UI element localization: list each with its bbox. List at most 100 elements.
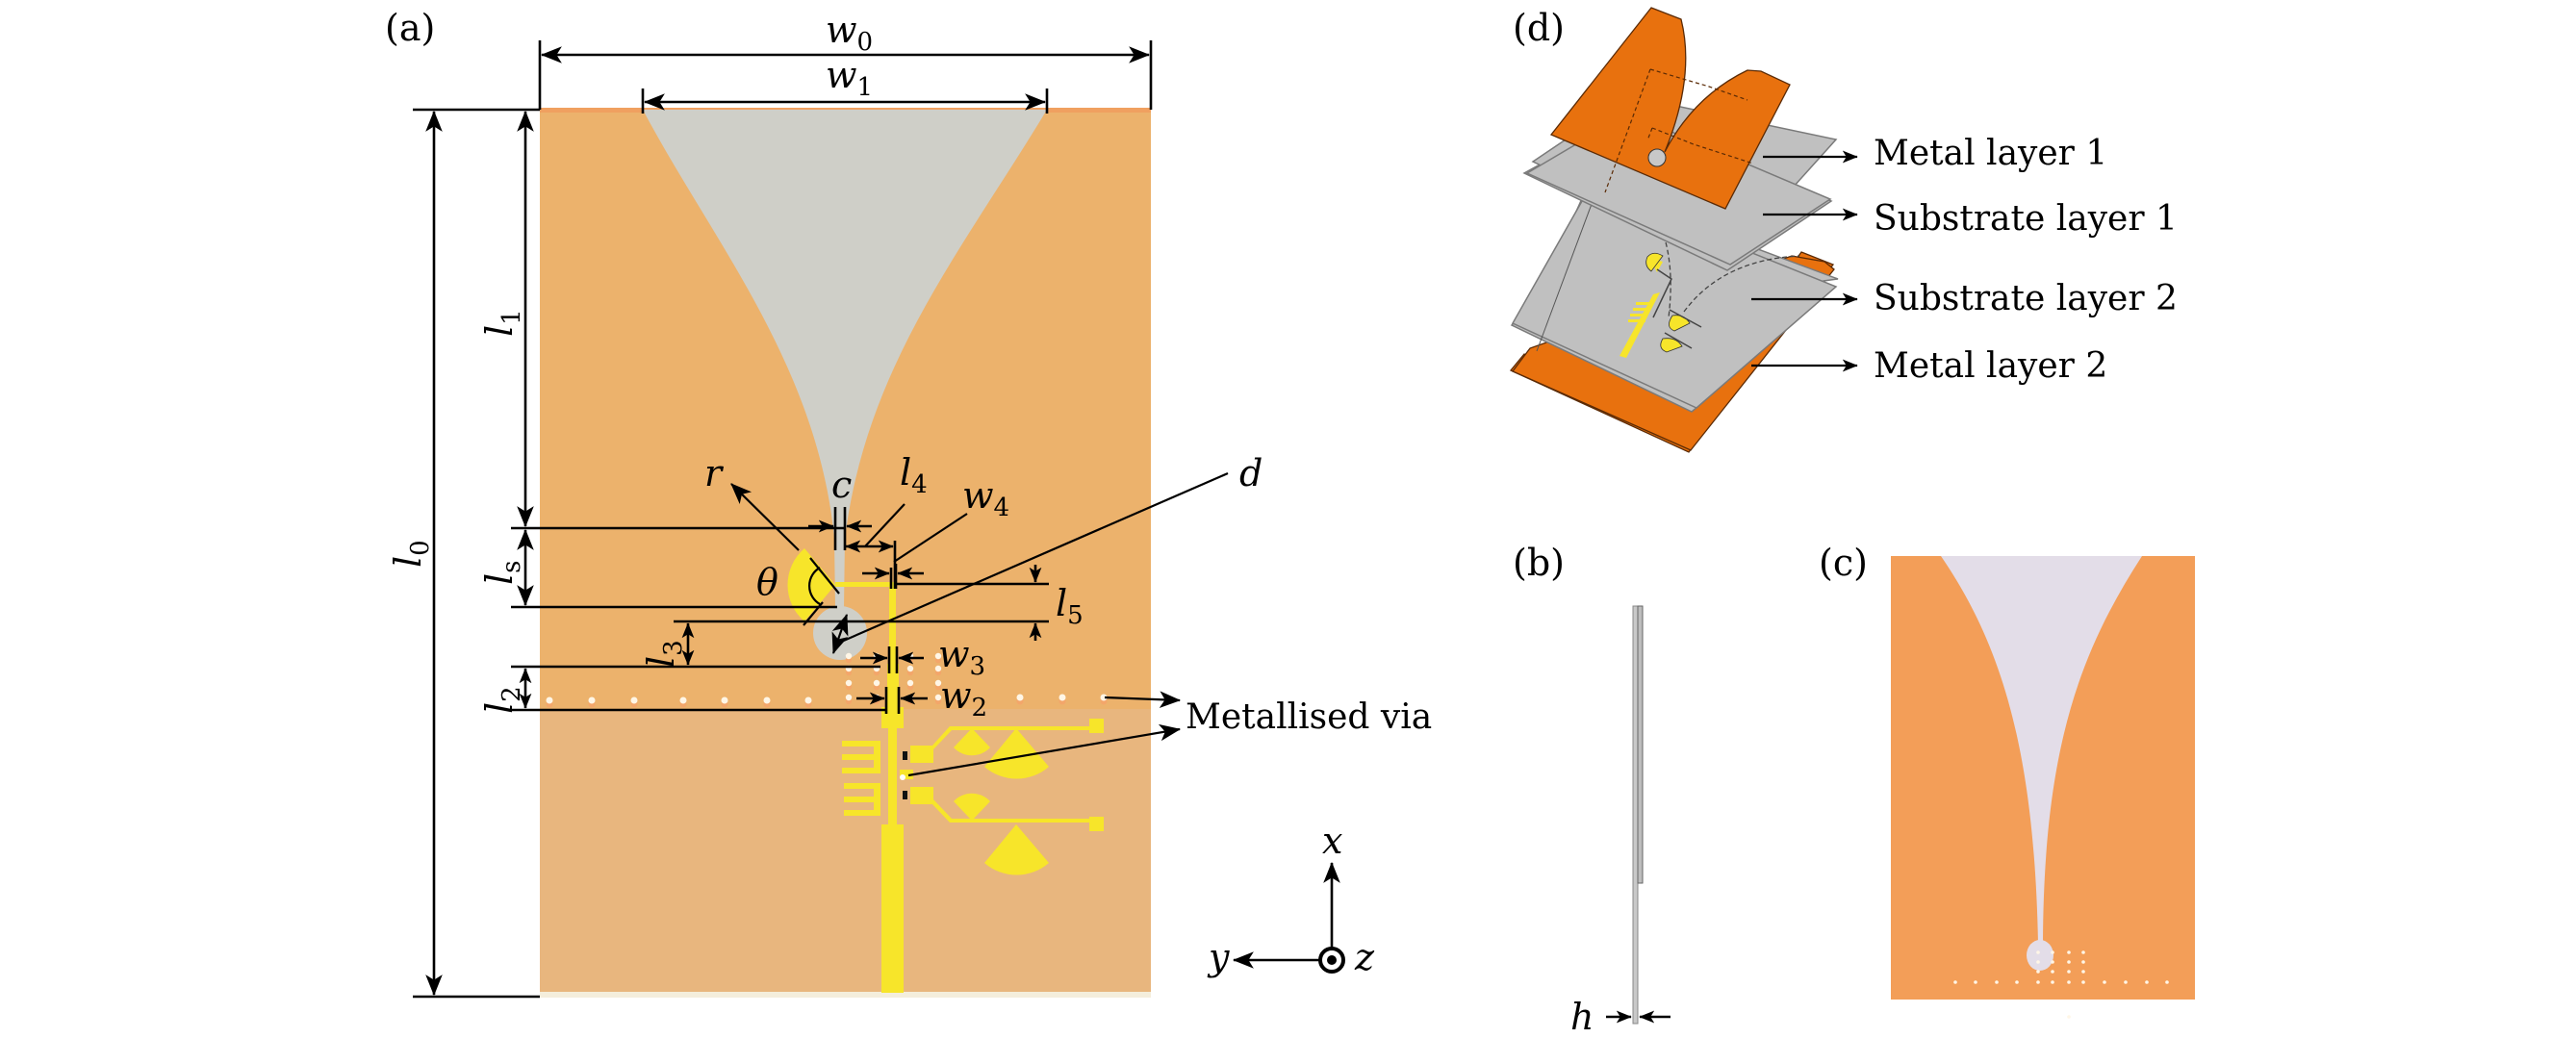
via-dot	[1100, 694, 1108, 701]
side-view-substrate	[1632, 605, 1639, 1025]
l0-label: l0	[387, 540, 435, 568]
w2-label: w2	[940, 674, 987, 722]
via-dot	[934, 665, 942, 672]
stub-feed-line	[835, 582, 895, 587]
fan-stub-3	[954, 793, 990, 821]
theta-arc	[807, 567, 821, 605]
via-dot	[2051, 980, 2054, 984]
via-dot	[934, 652, 942, 660]
via-dot	[2124, 980, 2128, 984]
pad-upper	[910, 746, 933, 763]
layer-callouts: Metal layer 1 Substrate layer 1 Substrat…	[1751, 134, 2178, 386]
via-dot	[845, 694, 853, 701]
via-dot	[2036, 980, 2040, 984]
layer-label-metal-2: Metal layer 2	[1874, 346, 2107, 386]
w1-label: w1	[826, 54, 873, 102]
r-label: r	[704, 452, 725, 494]
coordinate-axes: x y z	[1207, 820, 1375, 978]
l3-label: l3	[640, 640, 688, 668]
layer-label-substrate-2: Substrate layer 2	[1874, 279, 2178, 318]
via-dot	[2051, 960, 2054, 964]
panel-label-c: (c)	[1819, 542, 1868, 584]
substrate-layer-2-circuit	[1620, 252, 1702, 358]
bottom-view-vias	[1953, 950, 2169, 1019]
panel-label-a: (a)	[385, 7, 435, 49]
via-dot	[2067, 1015, 2071, 1019]
substrate-lower-region	[540, 709, 1151, 992]
c-label: c	[831, 464, 852, 506]
u-stub-lower	[844, 783, 880, 816]
via-dot	[2036, 960, 2040, 964]
via-dot	[1953, 980, 1957, 984]
metallised-via-label: Metallised via	[1186, 697, 1432, 737]
dimension-annotations: w0 w1 l0 l1 ls l3	[387, 9, 1262, 999]
microstrip-thin-section	[889, 582, 896, 664]
side-view-upper-layer	[1637, 605, 1644, 884]
arm-upper-pad	[1089, 719, 1104, 733]
theta-label: θ	[756, 561, 778, 603]
d-label: d	[1239, 452, 1262, 494]
d-arrow	[831, 613, 849, 655]
arm-lower-pad	[1089, 817, 1104, 831]
via-dot	[2081, 970, 2085, 974]
substrate-bottom-edge	[540, 992, 1151, 998]
pad-lower	[910, 787, 933, 804]
via-dot	[2036, 950, 2040, 954]
via-dot	[1016, 694, 1024, 701]
panel-c: (c)	[1819, 542, 2195, 1019]
via-dot	[845, 679, 853, 687]
via-dot	[2081, 960, 2085, 964]
detector-circuit	[842, 719, 1104, 875]
via-dot	[906, 679, 914, 687]
ls-label: ls	[478, 561, 526, 586]
via-dot	[2165, 980, 2169, 984]
via-dot	[630, 696, 638, 704]
fan-stub-2	[984, 728, 1049, 779]
panel-label-b: (b)	[1513, 542, 1565, 584]
via-dot	[2051, 970, 2054, 974]
via-dot	[873, 679, 880, 687]
via-dot	[2036, 970, 2040, 974]
substrate-layer-2-plate	[1511, 187, 1838, 409]
via-dot	[763, 696, 771, 704]
microstrip-narrow	[888, 728, 897, 824]
panel-b: (b) h	[1513, 542, 1671, 1038]
via-dot	[2015, 980, 2019, 984]
d-leader	[838, 471, 1229, 645]
metal-layer-1-slot-circle	[1647, 148, 1667, 167]
fan-stub-1	[954, 728, 990, 756]
panel-a: (a)	[385, 7, 1432, 999]
layer-label-substrate-1: Substrate layer 1	[1874, 199, 2178, 239]
l5-label: l5	[1056, 582, 1084, 630]
arm-upper	[931, 726, 1093, 749]
via-dot	[934, 694, 942, 701]
via-dot	[934, 679, 942, 687]
via-dot	[2067, 980, 2071, 984]
via-dot	[546, 696, 553, 704]
via-dot	[2103, 980, 2106, 984]
via-dot	[804, 696, 812, 704]
bottom-view-slot	[1941, 556, 2142, 943]
via-dot	[906, 665, 914, 672]
diode-lower	[903, 791, 907, 799]
l4-label: l4	[900, 451, 928, 499]
r-arrow	[730, 483, 800, 551]
tapered-slot	[643, 110, 1047, 608]
via-dot	[2145, 980, 2149, 984]
arm-lower	[931, 799, 1093, 823]
via-dot	[1058, 694, 1066, 701]
via-dot	[845, 652, 853, 660]
via-dot	[2067, 960, 2071, 964]
via-dot	[679, 696, 687, 704]
via-dot	[721, 696, 728, 704]
fan-stub-4	[984, 824, 1049, 875]
antenna-top-view	[540, 108, 1151, 998]
panel-label-d: (d)	[1513, 7, 1565, 49]
z-axis-label: z	[1354, 936, 1375, 978]
via-dot	[2081, 950, 2085, 954]
via-dot	[2067, 950, 2071, 954]
via-dot	[2081, 980, 2085, 984]
microstrip-mid-section	[887, 664, 899, 707]
microstrip-wide	[881, 824, 904, 993]
